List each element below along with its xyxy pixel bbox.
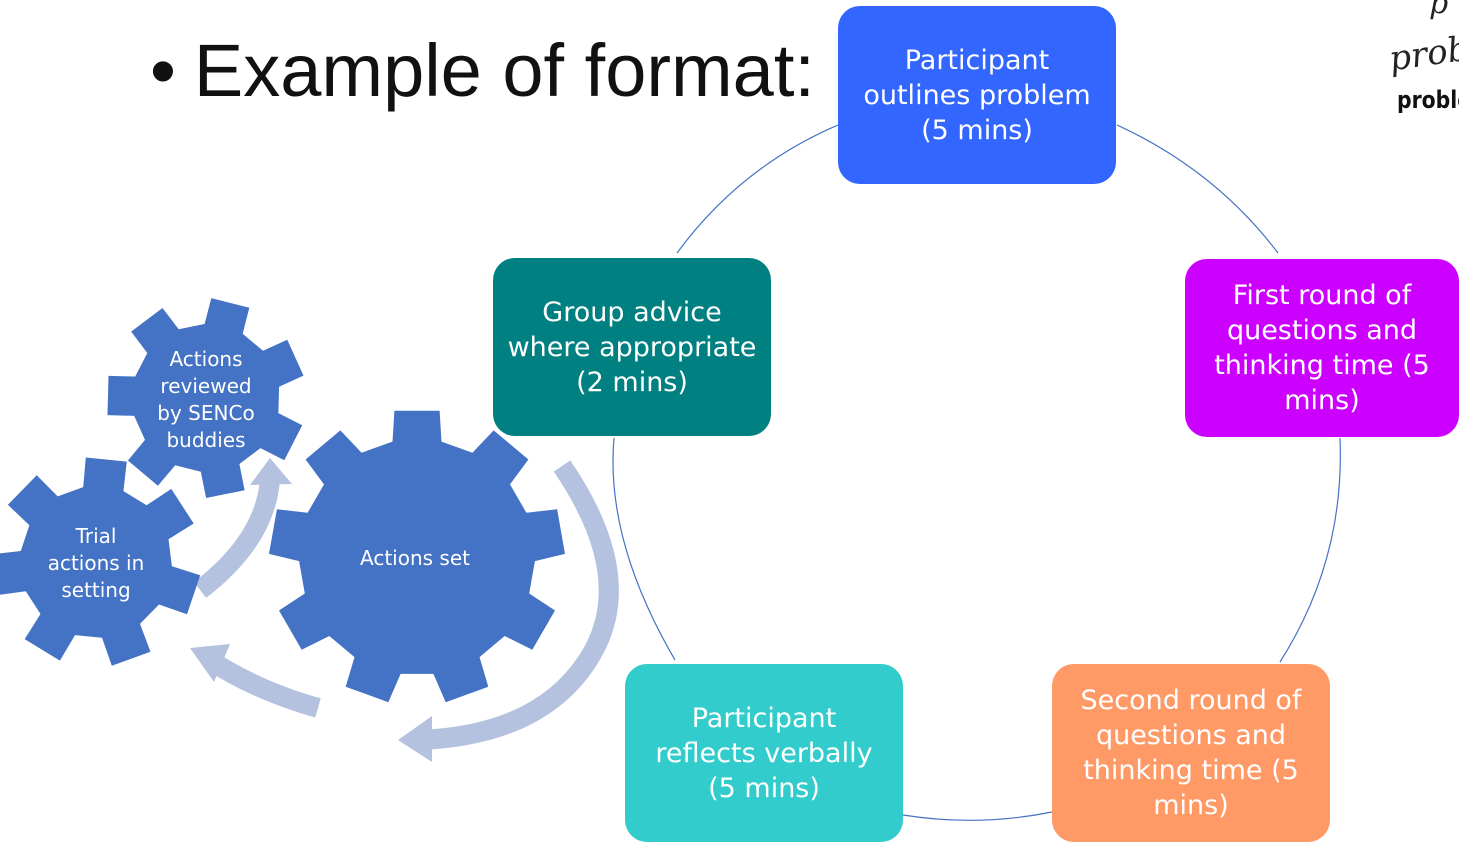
slide-title: •Example of format: bbox=[150, 28, 815, 113]
gear-left bbox=[0, 457, 201, 666]
gear-top bbox=[107, 298, 304, 498]
cycle-step-second-round: Second round of questions and thinking t… bbox=[1052, 664, 1330, 842]
cycle-step-first-round: First round of questions and thinking ti… bbox=[1185, 259, 1459, 437]
arrow-to-top bbox=[193, 478, 280, 598]
cycle-step-text: Participant outlines problem (5 mins) bbox=[863, 44, 1091, 146]
corner-stamp-word: problem bbox=[1397, 86, 1459, 114]
corner-script-top: p bbox=[1429, 0, 1449, 21]
gears bbox=[0, 298, 565, 703]
gear-label-actions-set: Actions set bbox=[360, 546, 470, 570]
cycle-step-text: Second round of questions and thinking t… bbox=[1080, 685, 1302, 821]
gear-label-actions-reviewed: Actions reviewed by SENCo buddies bbox=[157, 347, 255, 452]
cycle-step-text: First round of questions and thinking ti… bbox=[1214, 280, 1430, 416]
cycle-step-participant-reflects: Participant reflects verbally (5 mins) bbox=[625, 664, 903, 842]
arrow-head-left bbox=[190, 644, 230, 682]
corner-image: p prob problem bbox=[1359, 0, 1459, 120]
connector-3-4 bbox=[902, 811, 1053, 821]
cycle-step-text: Participant reflects verbally (5 mins) bbox=[655, 702, 873, 804]
connector-1-2 bbox=[1116, 124, 1279, 254]
arrow-head-bottom bbox=[398, 716, 432, 762]
connector-2-3 bbox=[1279, 437, 1341, 663]
cycle-step-participant-outlines: Participant outlines problem (5 mins) bbox=[838, 6, 1116, 184]
cycle-step-group-advice: Group advice where appropriate (2 mins) bbox=[493, 258, 771, 436]
arrow-head-top bbox=[250, 458, 292, 485]
arrow-to-left bbox=[204, 651, 321, 718]
arrow-to-bottom bbox=[419, 460, 619, 750]
cycle-step-text: Group advice where appropriate (2 mins) bbox=[507, 296, 757, 398]
title-text: Example of format: bbox=[193, 29, 815, 112]
gear-large bbox=[269, 410, 565, 703]
gear-label-trial-actions: Trial actions in setting bbox=[47, 524, 145, 602]
corner-script-word: prob bbox=[1386, 28, 1459, 80]
title-bullet: • bbox=[150, 29, 176, 112]
cycle-connectors bbox=[612, 124, 1341, 821]
connector-5-1 bbox=[676, 124, 839, 254]
gear-arrows bbox=[190, 458, 619, 762]
connector-4-5 bbox=[612, 437, 676, 661]
